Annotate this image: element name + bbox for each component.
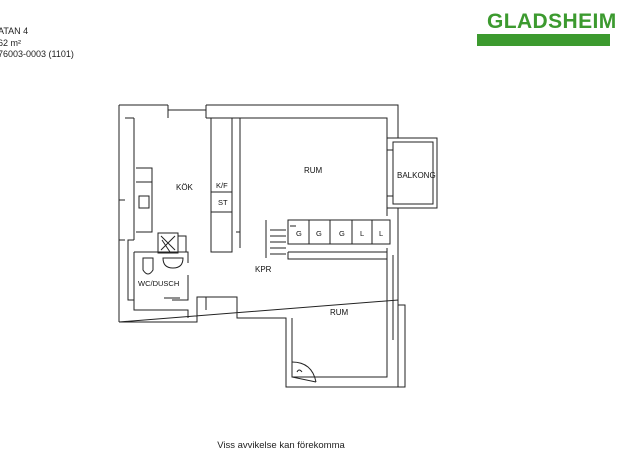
- reference-text: 76003-0003 (1101): [0, 49, 74, 59]
- room-labels: KÖK K/F ST RUM BALKONG KPR WC/DUSCH RUM …: [138, 166, 436, 317]
- wardrobe-label: L: [379, 229, 383, 238]
- plan-walls: [118, 104, 438, 388]
- room-label-hall: KPR: [255, 265, 272, 274]
- address-text: ATAN 4: [0, 26, 29, 36]
- wardrobe-label: G: [339, 229, 345, 238]
- room-label-living: RUM: [304, 166, 323, 175]
- room-label-bedroom: RUM: [330, 308, 349, 317]
- logo-bar: [477, 34, 610, 46]
- area-text: 62 m²: [0, 38, 22, 48]
- disclaimer-text: Viss avvikelse kan förekomma: [217, 440, 345, 451]
- wardrobe-label: G: [296, 229, 302, 238]
- room-label-st: ST: [218, 198, 228, 207]
- room-label-kitchen: KÖK: [176, 183, 194, 192]
- wardrobe-label: G: [316, 229, 322, 238]
- wardrobe-label: L: [360, 229, 364, 238]
- room-label-kf: K/F: [216, 181, 228, 190]
- room-label-bathroom: WC/DUSCH: [138, 279, 179, 288]
- gladsheim-logo: GLADSHEIM: [487, 10, 617, 33]
- room-label-balcony: BALKONG: [397, 171, 436, 180]
